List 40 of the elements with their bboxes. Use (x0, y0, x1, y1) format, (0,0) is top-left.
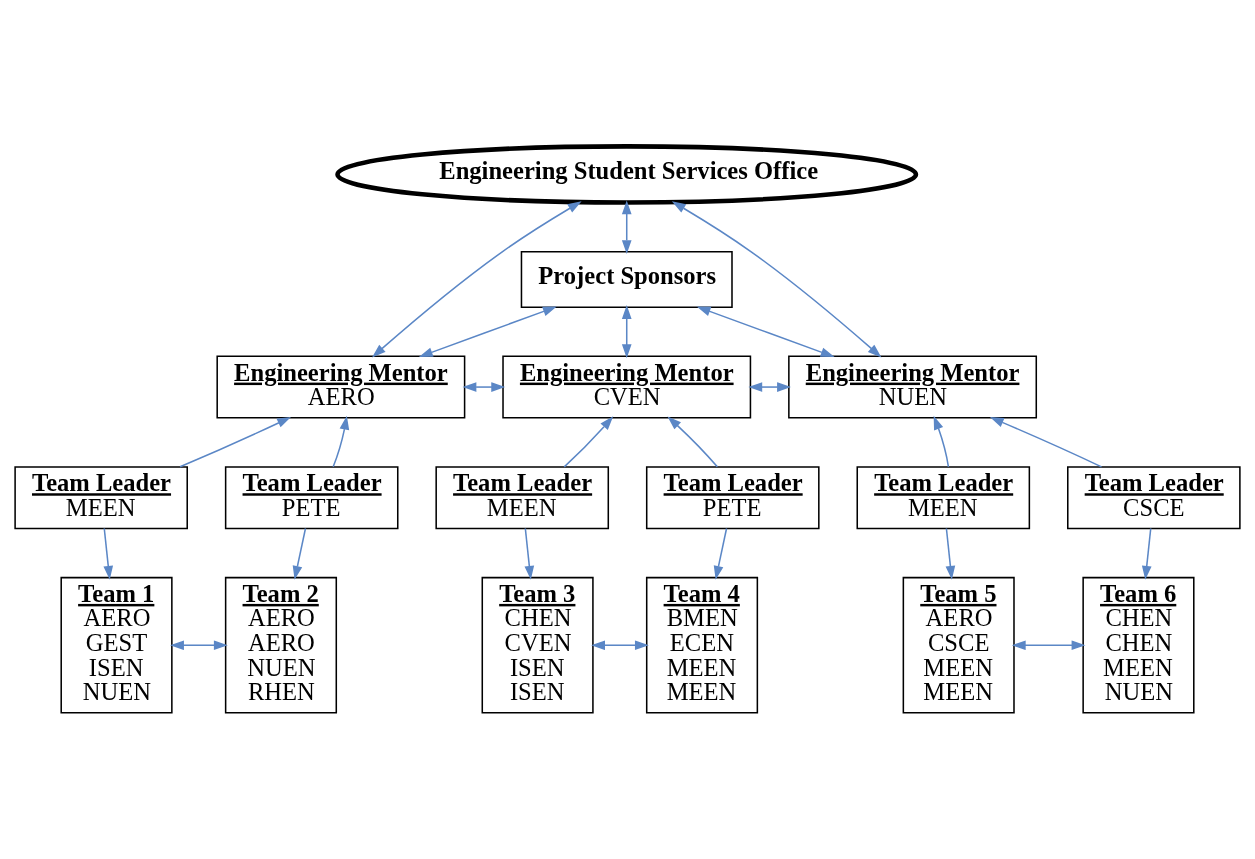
arrow (524, 527, 535, 580)
arrow (933, 415, 950, 468)
arrow (748, 382, 791, 392)
arrow (713, 527, 728, 580)
arrow (671, 201, 882, 358)
arrow (103, 527, 114, 580)
arrow (563, 416, 614, 468)
node-box: Team 2 AERO AERO NUEN RHEN (224, 576, 338, 714)
node-box: Engineering Mentor AERO (216, 355, 466, 419)
arrow (1011, 640, 1086, 651)
arrow (667, 416, 719, 468)
arrow (332, 415, 350, 468)
node-box: Team Leader MEEN (856, 466, 1031, 530)
node-box: Engineering Mentor CVEN (502, 355, 752, 419)
arrow (989, 417, 1103, 468)
node-box: Engineering Mentor NUEN (788, 355, 1038, 419)
arrow (621, 305, 632, 359)
arrow (418, 306, 557, 357)
node-box: Team Leader PETE (224, 466, 399, 530)
node-box: Team Leader MEEN (14, 466, 188, 530)
arrow (179, 417, 291, 468)
node-box: Team 6 CHEN CHEN MEEN NUEN (1082, 576, 1195, 714)
arrow (621, 200, 632, 254)
arrow (591, 640, 649, 651)
node-box: Team Leader MEEN (435, 466, 610, 530)
node-box: Team 4 BMEN ECEN MEEN MEEN (645, 576, 759, 714)
arrow (462, 382, 506, 392)
arrow (696, 306, 835, 357)
arrow (945, 527, 956, 580)
node-box: Team 1 AERO GEST ISEN NUEN (60, 576, 173, 714)
arrow (1141, 527, 1152, 580)
arrow (170, 640, 228, 651)
node-box: Project Sponsors (520, 251, 733, 308)
node-box: Team Leader PETE (645, 466, 820, 530)
node-box: Team 5 AERO CSCE MEEN MEEN (902, 576, 1015, 714)
node-box: Team 3 CHEN CVEN ISEN ISEN (481, 576, 594, 714)
node-ellipse: Engineering Student Services Office (335, 144, 919, 205)
node-box: Team Leader CSCE (1067, 466, 1241, 530)
arrow (372, 201, 582, 358)
arrow (292, 527, 307, 580)
